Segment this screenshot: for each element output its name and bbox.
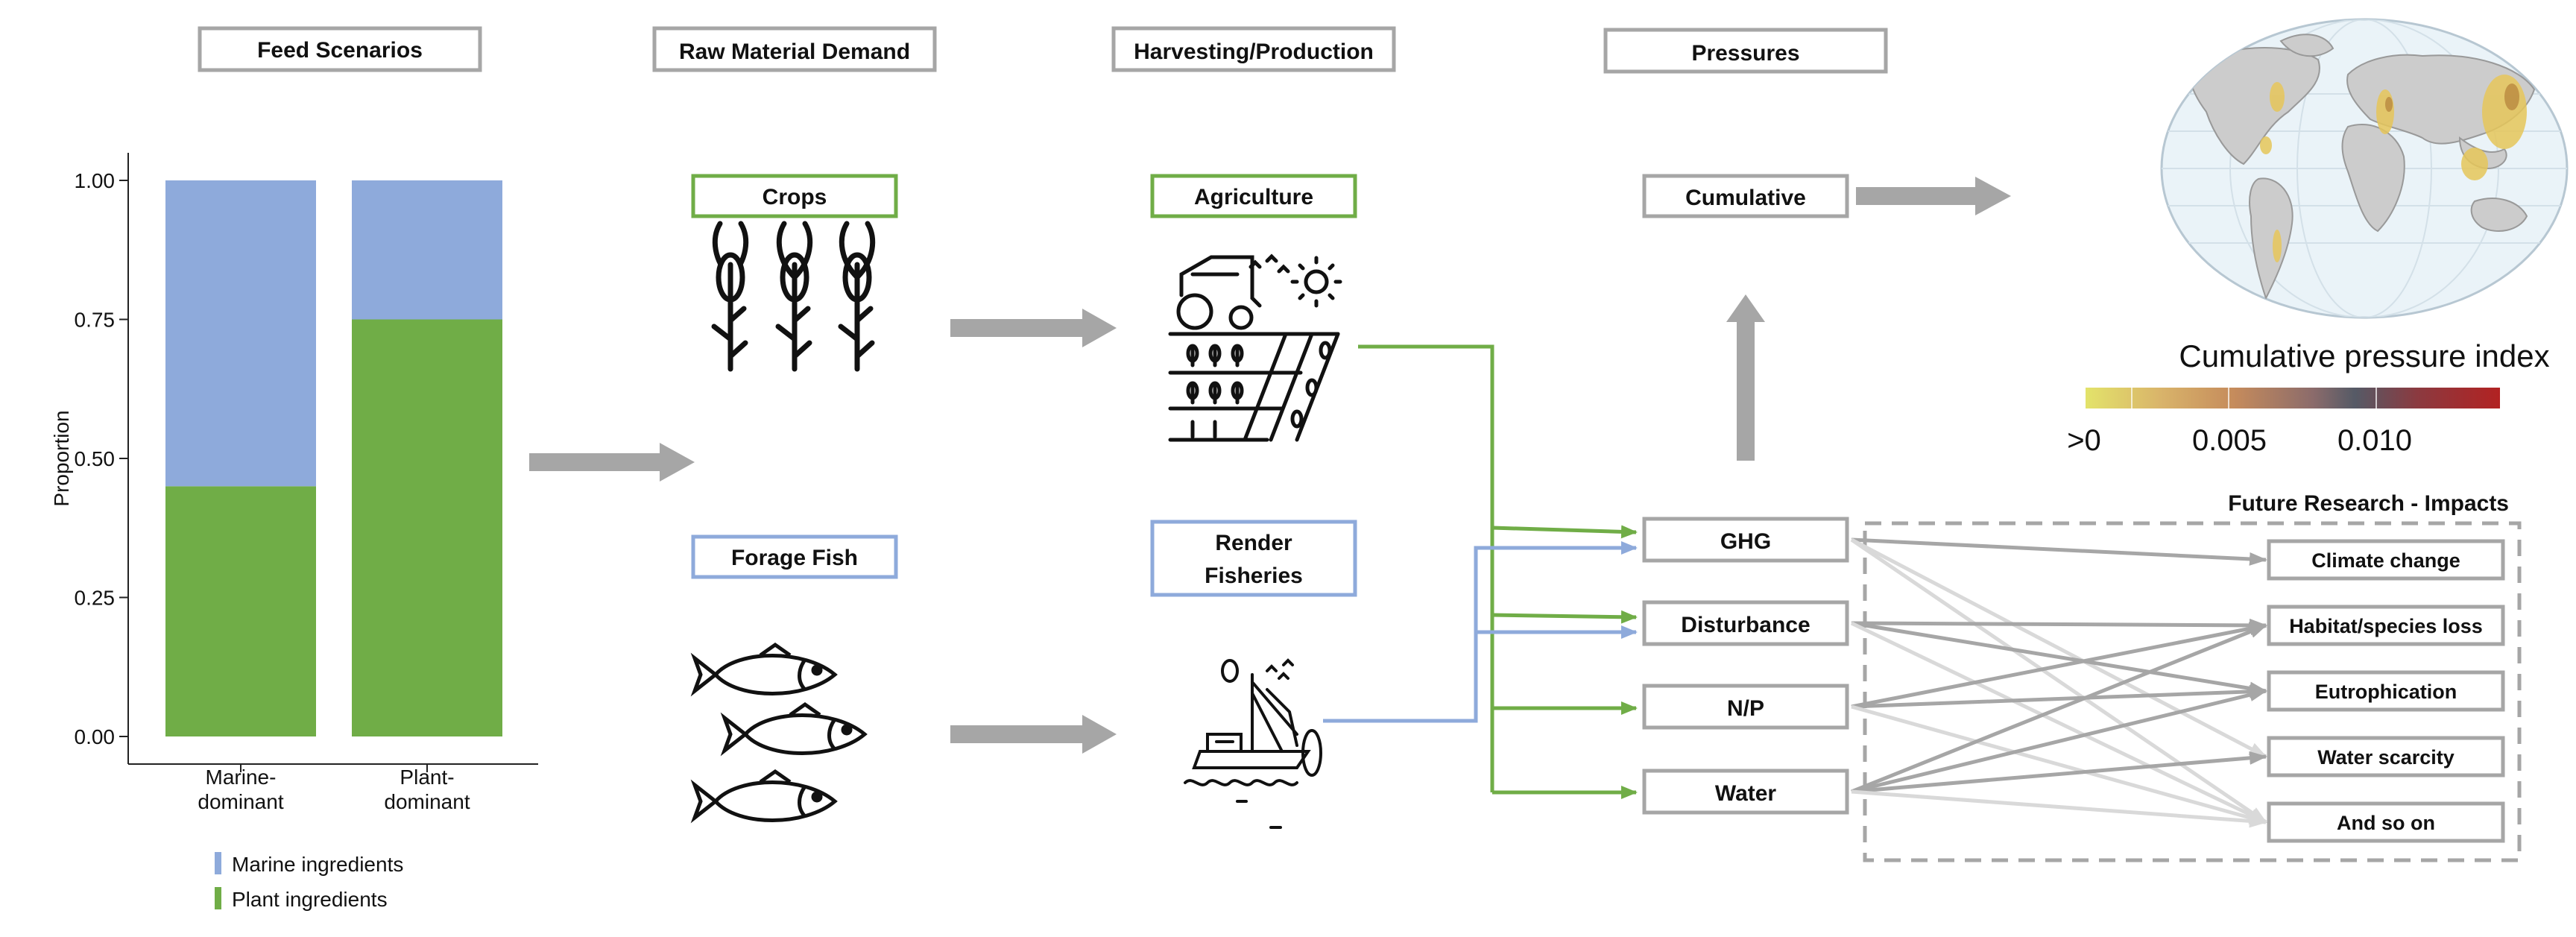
production-to-pressure-connectors — [1323, 344, 1638, 799]
header-raw-material-demand: Raw Material Demand — [652, 26, 937, 72]
header-harvesting-production: Harvesting/Production — [1111, 26, 1396, 72]
legend-label-plant: Plant ingredients — [232, 888, 388, 911]
header-feed-scenarios-label: Feed Scenarios — [257, 38, 423, 63]
x-tick-label: Plant-dominant — [384, 766, 470, 813]
future-research-panel: Future Research - Impacts Climate change… — [1850, 491, 2522, 862]
bar-marine-dominant-plant — [165, 486, 316, 736]
arrow-head-fish-to-fisheries — [1082, 715, 1117, 754]
ghg-box: GHG — [1642, 517, 1849, 563]
np-label: N/P — [1727, 696, 1764, 721]
impact-climate-change: Climate change — [2267, 539, 2505, 581]
impact-link — [1850, 537, 2267, 759]
agriculture-box: Agriculture — [1150, 174, 1357, 218]
water-box: Water — [1642, 769, 1849, 815]
crop-plants-icon — [711, 221, 876, 372]
colorbar-tick-max: 0.010 — [2337, 424, 2412, 457]
colorbar-title: Cumulative pressure index — [2179, 338, 2549, 373]
crops-box: Crops — [691, 174, 898, 218]
bar-plant-dominant-plant — [352, 319, 502, 736]
impact-link — [1851, 789, 2267, 828]
agriculture-label: Agriculture — [1194, 185, 1313, 209]
legend-label-marine: Marine ingredients — [232, 853, 403, 876]
disturbance-box: Disturbance — [1642, 600, 1849, 646]
map-continents — [2162, 19, 2567, 318]
world-pressure-map: Cumulative pressure index >0 0.005 0.010 — [2067, 18, 2569, 457]
y-tick-label: 0.25 — [75, 587, 116, 610]
y-tick-label: 0.00 — [75, 725, 116, 748]
x-tick-label: Marine-dominant — [198, 766, 283, 813]
render-fisheries-label-line2: Fisheries — [1205, 564, 1303, 588]
impact-link — [1851, 684, 2267, 709]
future-research-title: Future Research - Impacts — [2228, 491, 2509, 516]
arrow-head-cumulative-to-map — [1975, 177, 2011, 215]
colorbar — [2086, 388, 2500, 408]
cumulative-label: Cumulative — [1685, 186, 1806, 210]
colorbar-tick-mid: 0.005 — [2192, 424, 2267, 457]
water-label: Water — [1715, 781, 1777, 806]
header-feed-scenarios: Feed Scenarios — [198, 26, 482, 72]
ghg-label: GHG — [1720, 529, 1771, 554]
impact-water-scarcity-label: Water scarcity — [2317, 746, 2455, 769]
bar-plant-dominant-marine — [352, 180, 502, 320]
legend-swatch-marine — [215, 852, 221, 874]
legend-swatch-plant — [215, 887, 221, 909]
header-pressures-label: Pressures — [1691, 41, 1799, 66]
impact-link — [1851, 537, 2267, 566]
y-axis-label: Proportion — [50, 410, 73, 506]
y-tick-label: 0.75 — [75, 309, 116, 332]
header-pressures: Pressures — [1603, 28, 1888, 74]
impact-and-so-on-label: And so on — [2337, 812, 2435, 834]
impact-eutrophication-label: Eutrophication — [2315, 681, 2457, 703]
impact-and-so-on: And so on — [2267, 801, 2505, 843]
header-raw-material-demand-label: Raw Material Demand — [679, 40, 910, 64]
forage-fish-icon — [690, 642, 868, 824]
impact-link — [1850, 537, 2267, 824]
agriculture-icon — [1168, 253, 1342, 442]
forage-fish-label: Forage Fish — [731, 546, 858, 570]
impact-link — [1851, 622, 2267, 709]
impact-link — [1851, 704, 2267, 824]
impact-eutrophication: Eutrophication — [2267, 670, 2505, 712]
impact-habitat-species-loss: Habitat/species loss — [2267, 605, 2505, 646]
impact-link — [1851, 621, 2267, 695]
impact-link — [1851, 618, 2267, 632]
header-harvesting-production-label: Harvesting/Production — [1134, 40, 1374, 64]
fishing-boat-icon — [1184, 658, 1322, 829]
np-box: N/P — [1642, 684, 1849, 730]
impact-climate-change-label: Climate change — [2311, 549, 2460, 572]
y-tick-label: 1.00 — [75, 169, 116, 192]
chart-legend: Marine ingredients Plant ingredients — [215, 852, 403, 911]
bar-marine-dominant-marine — [165, 180, 316, 487]
cumulative-box: Cumulative — [1642, 174, 1849, 218]
arrow-head-scenarios-to-demand — [660, 443, 695, 482]
feed-scenario-chart: Proportion 0.00 0.25 0.50 0.75 1.00 Marine-d… — [50, 153, 538, 813]
arrow-head-pressures-to-cumulative — [1726, 294, 1765, 322]
colorbar-tick-min: >0 — [2067, 424, 2101, 457]
impact-link — [1851, 688, 2267, 794]
crops-label: Crops — [763, 185, 827, 209]
y-tick-label: 0.50 — [75, 447, 116, 470]
forage-fish-box: Forage Fish — [691, 534, 898, 579]
impact-link — [1850, 621, 2267, 824]
disturbance-label: Disturbance — [1681, 613, 1810, 637]
impact-link — [1851, 751, 2267, 794]
impact-habitat-species-loss-label: Habitat/species loss — [2289, 615, 2483, 637]
render-fisheries-label-line1: Render — [1215, 531, 1292, 555]
arrow-head-crops-to-agriculture — [1082, 309, 1117, 347]
impact-water-scarcity: Water scarcity — [2267, 736, 2505, 777]
render-fisheries-box: Render Fisheries — [1150, 520, 1357, 597]
impact-link — [1851, 623, 2267, 794]
